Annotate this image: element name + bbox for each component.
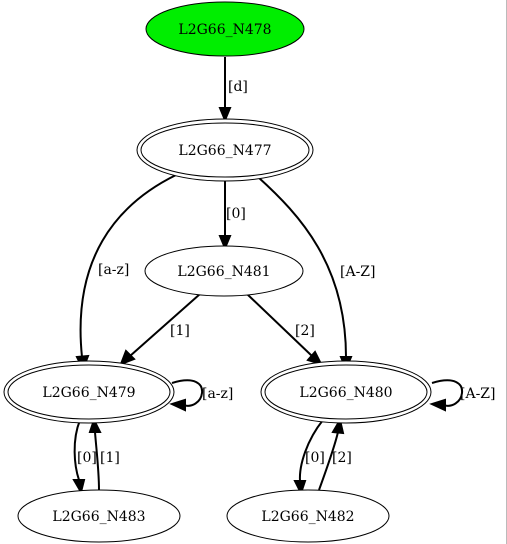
node-n480[interactable]: L2G66_N480 <box>260 360 432 424</box>
edge-n477-to-n480: [A-Z] <box>257 176 376 372</box>
node-n478[interactable]: L2G66_N478 <box>145 1 305 57</box>
edge-n479-to-n483: [0] <box>72 419 97 495</box>
edge-n481-to-n480: [2] <box>246 293 323 366</box>
node-n482[interactable]: L2G66_N482 <box>226 489 390 543</box>
edge-label-d: [d] <box>228 79 248 95</box>
edge-label-0-n480: [0] <box>305 450 325 466</box>
node-label-n483: L2G66_N483 <box>52 509 145 525</box>
edge-n478-to-n477: [d] <box>218 57 248 123</box>
node-label-n477: L2G66_N477 <box>178 143 271 159</box>
node-label-n478: L2G66_N478 <box>178 22 271 38</box>
edge-label-2-n482: [2] <box>332 450 352 466</box>
edge-n480-self-loop: [A-Z] <box>429 379 496 412</box>
node-label-n481: L2G66_N481 <box>177 264 270 280</box>
node-label-n479: L2G66_N479 <box>42 385 135 401</box>
edge-label-a-z: [a-z] <box>98 262 129 278</box>
edge-label-a-z-loop: [a-z] <box>202 386 233 402</box>
edge-n480-to-n482: [0] <box>293 419 325 496</box>
node-n477[interactable]: L2G66_N477 <box>136 118 314 182</box>
edge-label-0-n479: [0] <box>77 450 97 466</box>
edge-label-0: [0] <box>226 206 246 222</box>
edge-label-A-Z-loop: [A-Z] <box>460 386 496 402</box>
edge-n477-to-n481: [0] <box>218 180 246 251</box>
edge-n482-to-n480: [2] <box>318 417 352 491</box>
node-n481[interactable]: L2G66_N481 <box>144 245 304 297</box>
node-label-n480: L2G66_N480 <box>299 385 392 401</box>
node-label-n482: L2G66_N482 <box>261 509 354 525</box>
node-n479[interactable]: L2G66_N479 <box>3 360 175 424</box>
edge-label-2: [2] <box>295 323 315 339</box>
edge-n481-to-n479: [1] <box>119 293 201 366</box>
edge-label-A-Z: [A-Z] <box>340 264 376 280</box>
edge-label-1: [1] <box>170 323 190 339</box>
edge-n483-to-n479: [1] <box>88 417 120 491</box>
edge-label-1-n483: [1] <box>100 450 120 466</box>
edge-n479-self-loop: [a-z] <box>169 379 233 412</box>
node-n483[interactable]: L2G66_N483 <box>17 489 181 543</box>
